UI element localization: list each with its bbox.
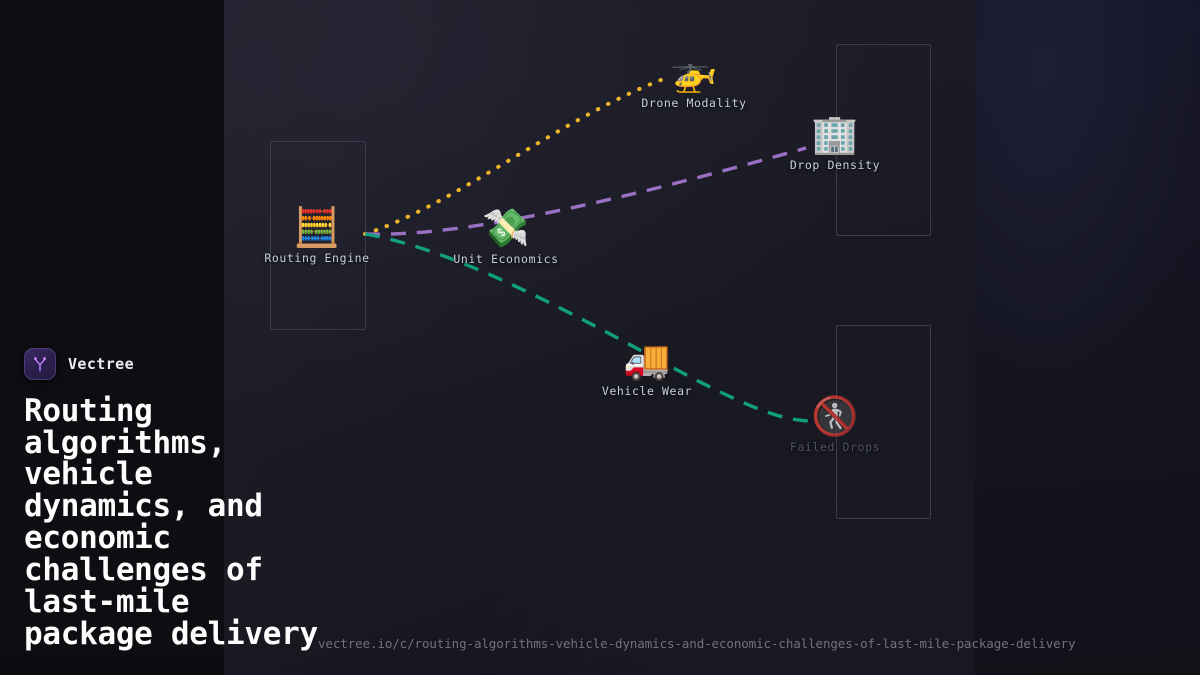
office-building-icon: 🏢 xyxy=(811,112,859,156)
diagram-node-label: Unit Economics xyxy=(453,252,559,266)
brand-name: Vectree xyxy=(68,354,135,373)
diagram-node-label: Drone Modality xyxy=(641,96,747,110)
diagram-node-routing-engine[interactable]: 🧮 Routing Engine xyxy=(227,208,407,265)
helicopter-icon: 🚁 xyxy=(670,50,718,94)
diagram-node-unit-economics[interactable]: 💸 Unit Economics xyxy=(416,209,596,266)
money-with-wings-icon: 💸 xyxy=(482,206,530,250)
delivery-truck-icon: 🚚 xyxy=(623,338,671,382)
diagram-node-failed-drops[interactable]: 🚷 Failed Drops xyxy=(745,397,925,454)
group-box-bottom-right xyxy=(836,325,931,519)
diagram-node-drone-modality[interactable]: 🚁 Drone Modality xyxy=(604,53,784,110)
tree-spark-left xyxy=(33,357,38,360)
title-overlay: Vectree Routing algorithms, vehicle dyna… xyxy=(0,0,470,675)
no-pedestrians-icon: 🚷 xyxy=(811,394,859,438)
diagram-node-label: Drop Density xyxy=(789,158,881,172)
abacus-icon: 🧮 xyxy=(293,205,341,249)
edge-failed xyxy=(364,232,809,423)
edge-drone xyxy=(363,76,668,236)
background-panel-left xyxy=(0,0,224,675)
diagram-node-label: Failed Drops xyxy=(789,440,881,454)
source-url: vectree.io/c/routing-algorithms-vehicle-… xyxy=(318,636,1076,651)
diagram-node-vehicle-wear[interactable]: 🚚 Vehicle Wear xyxy=(557,341,737,398)
background-panel-right xyxy=(975,0,1200,675)
diagram-node-drop-density[interactable]: 🏢 Drop Density xyxy=(745,115,925,172)
background-panel-middle xyxy=(224,0,975,675)
vectree-tree-icon xyxy=(33,356,47,371)
brand-logo-badge xyxy=(24,347,56,380)
group-box-top-right xyxy=(836,44,931,236)
background-bottom-strip xyxy=(0,653,224,675)
tree-spark-right xyxy=(42,357,47,360)
page-title: Routing algorithms, vehicle dynamics, an… xyxy=(24,392,318,653)
diagram-node-label: Vehicle Wear xyxy=(601,384,693,398)
diagram-node-label: Routing Engine xyxy=(264,251,370,265)
brand: Vectree xyxy=(24,347,450,380)
